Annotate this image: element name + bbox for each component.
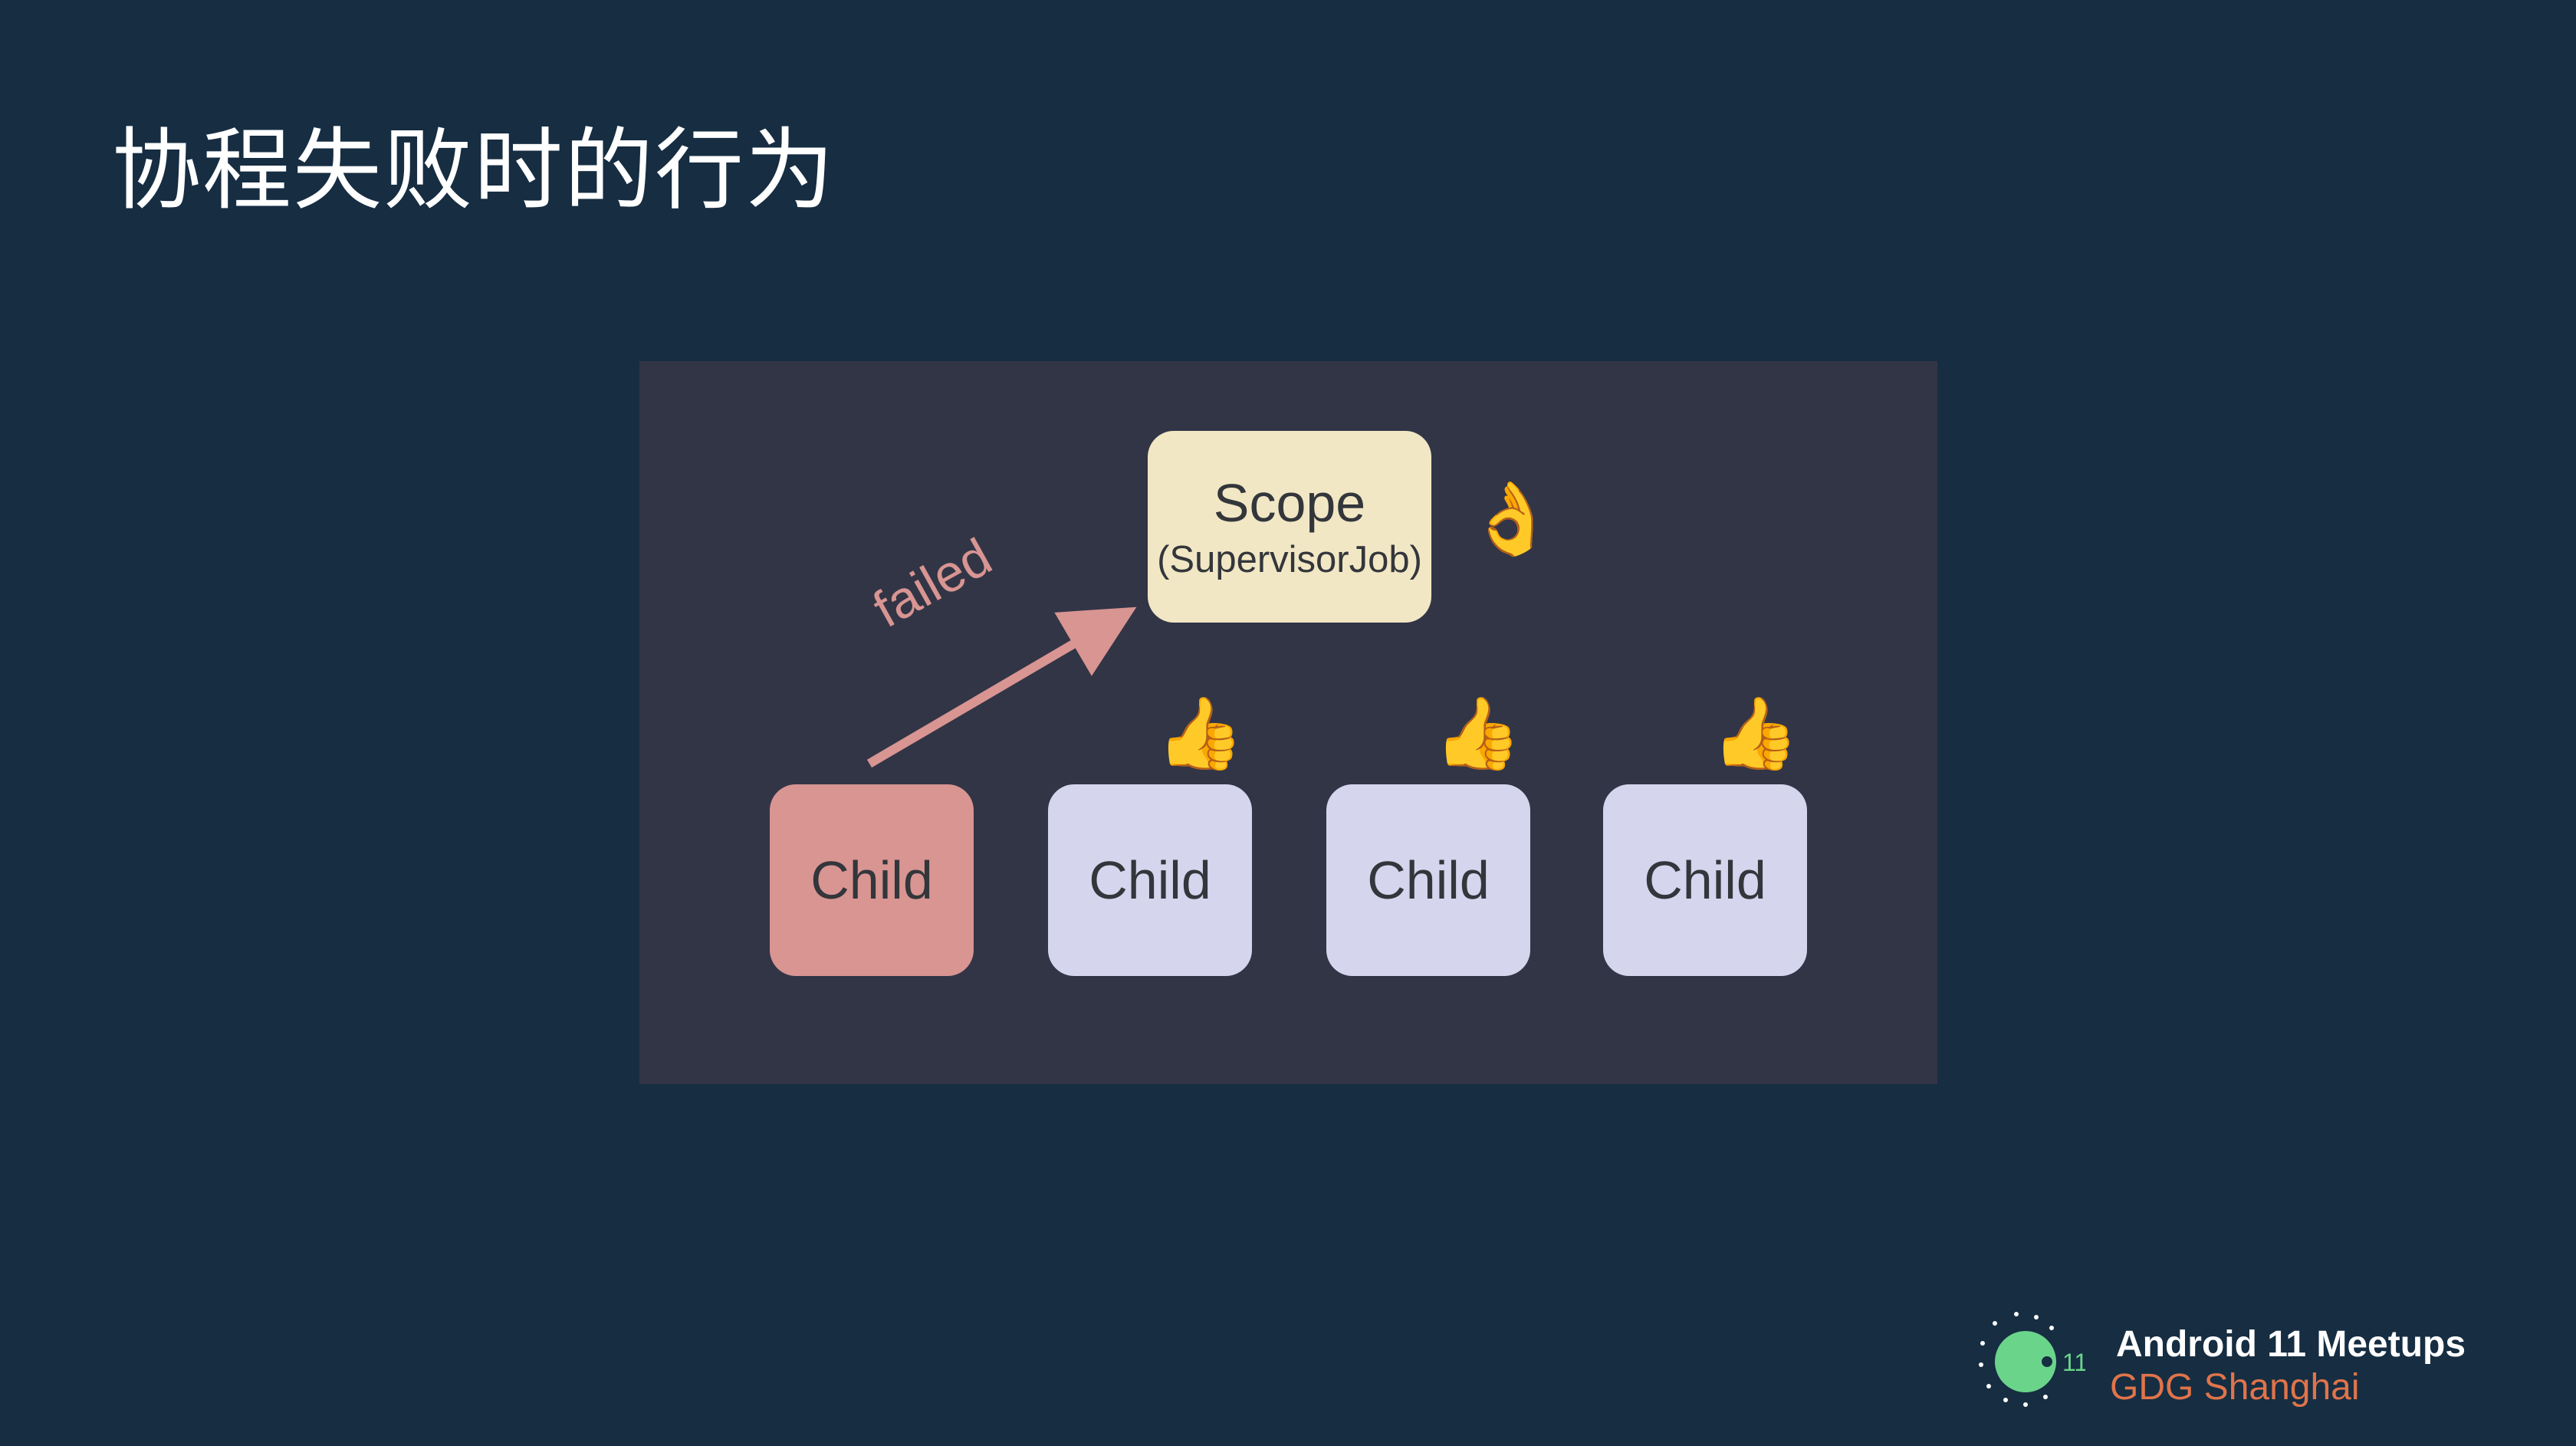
slide-title: 协程失败时的行为 [112, 119, 836, 222]
scope-title: Scope [1213, 473, 1366, 533]
scope-node: Scope (SupervisorJob) [1148, 431, 1431, 623]
thumbs-up-icon: 👍 [1156, 692, 1244, 774]
brand-subtitle: GDG Shanghai [2110, 1367, 2360, 1408]
child-node-4: Child [1603, 784, 1807, 976]
failed-arrow [866, 606, 1137, 768]
child-label: Child [1644, 850, 1766, 910]
scope-subtitle: (SupervisorJob) [1157, 539, 1422, 580]
child-label: Child [810, 850, 933, 910]
child-label: Child [1089, 850, 1211, 910]
android-11-logo-icon: 11 [1979, 1312, 2085, 1407]
event-branding: 11 Android 11 Meetups GDG Shanghai [1978, 1310, 2530, 1409]
thumbs-up-icon: 👍 [1711, 692, 1799, 774]
child-node-3: Child [1326, 784, 1530, 976]
child-node-1: Child [770, 784, 974, 976]
diagram-panel: failed Scope (SupervisorJob) 👌 Child 👍 C… [639, 361, 1937, 1084]
brand-title: Android 11 Meetups [2116, 1324, 2466, 1365]
child-node-2: Child [1048, 784, 1252, 976]
logo-number: 11 [2062, 1349, 2085, 1376]
ok-hand-icon: 👌 [1467, 478, 1556, 560]
child-label: Child [1367, 850, 1490, 910]
thumbs-up-icon: 👍 [1434, 692, 1522, 774]
